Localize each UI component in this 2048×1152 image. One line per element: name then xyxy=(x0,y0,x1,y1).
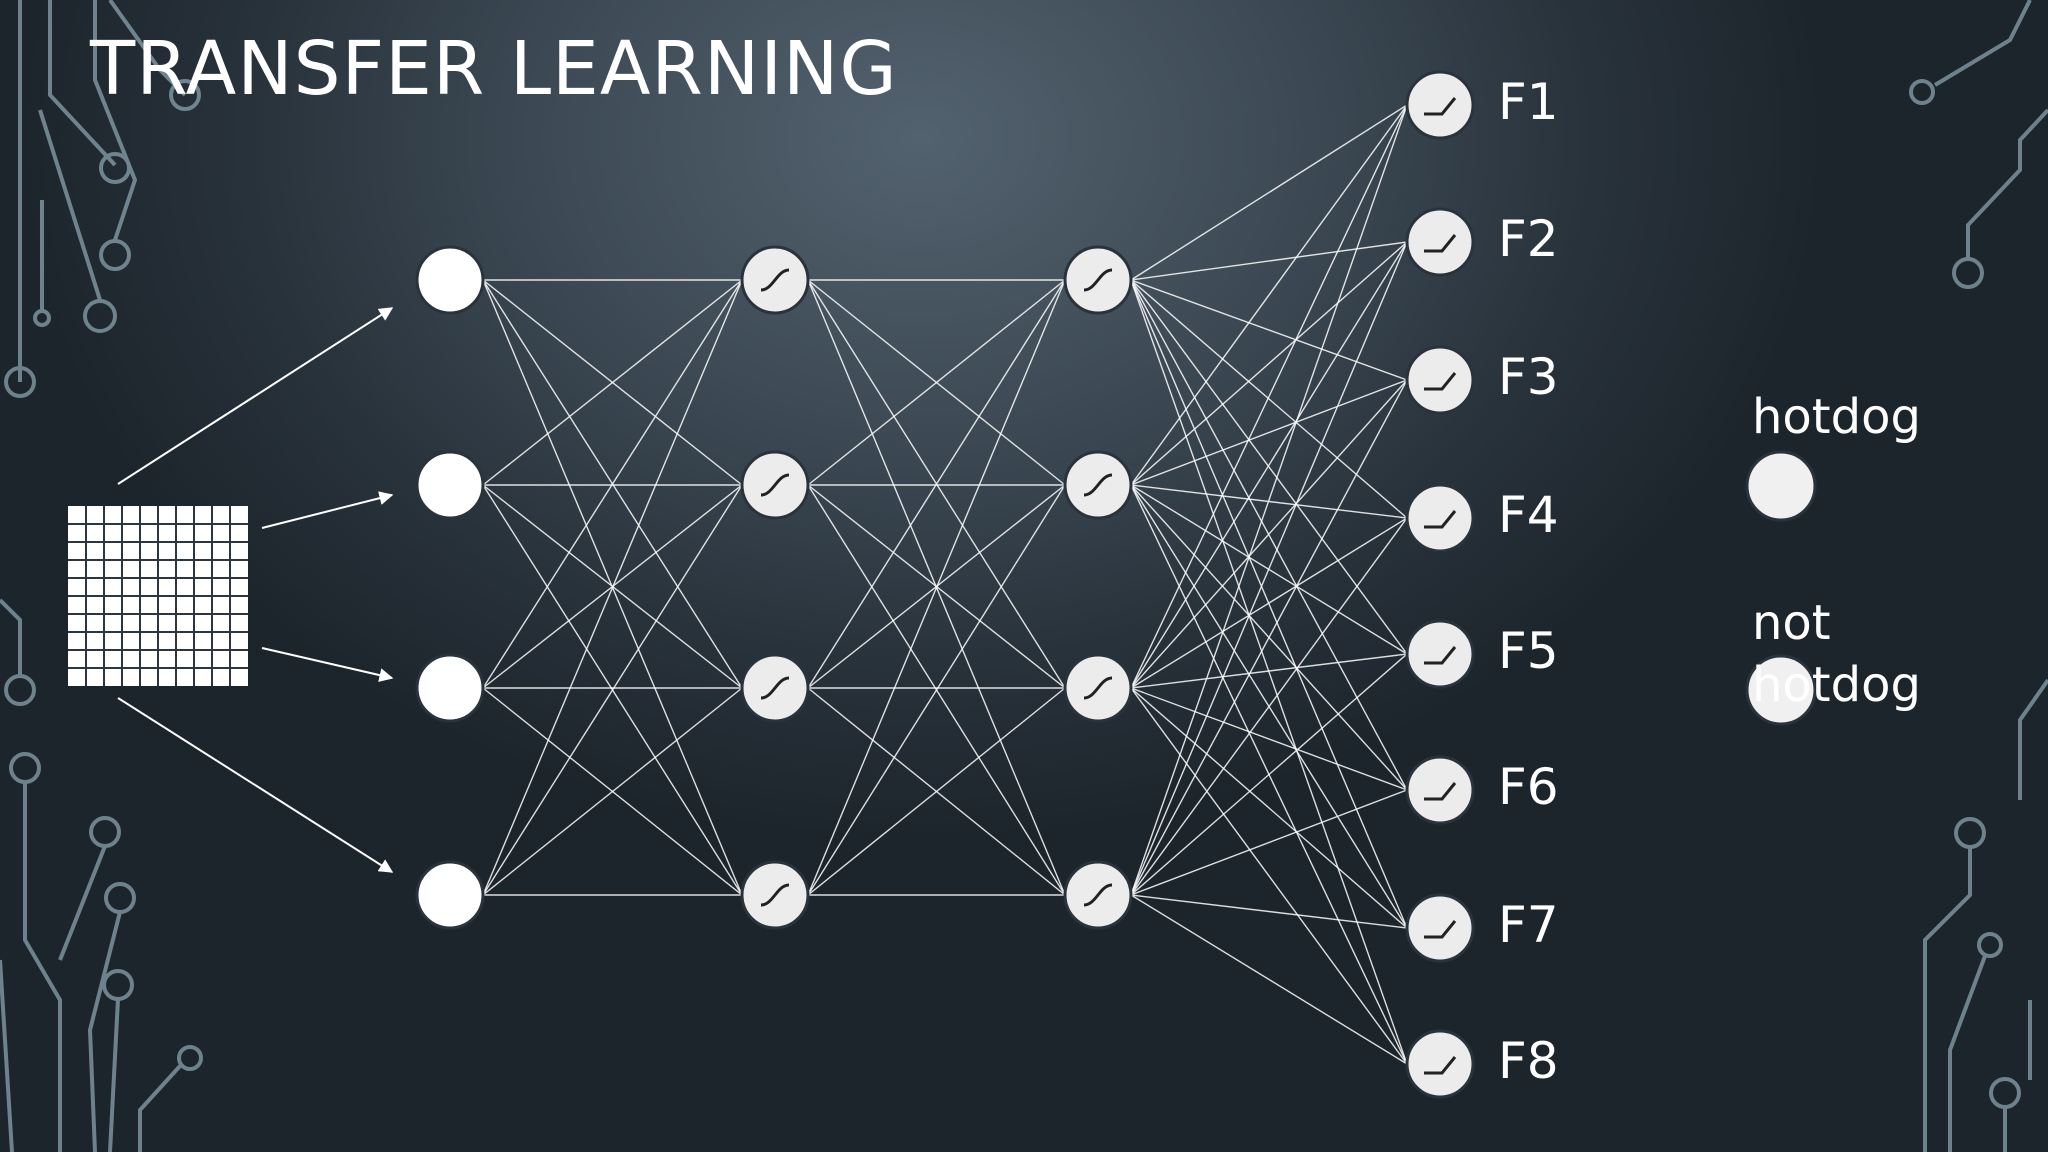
node-hidden-2 xyxy=(1063,245,1133,315)
output-label-hotdog: hotdog xyxy=(1752,389,1921,445)
relu-icon xyxy=(1424,782,1457,801)
connection-edge xyxy=(482,279,743,896)
connection-edge xyxy=(1130,279,1408,1065)
node-hidden-2 xyxy=(1063,653,1133,723)
feature-label-5: F5 xyxy=(1498,622,1559,680)
circuit-decoration-right xyxy=(1909,0,2048,1152)
feature-label-1: F1 xyxy=(1498,73,1559,131)
node-input xyxy=(415,450,485,520)
connection-edge xyxy=(1130,517,1408,896)
relu-icon xyxy=(1424,234,1457,253)
node-hidden-2 xyxy=(1063,860,1133,930)
connection-edge xyxy=(1130,279,1408,381)
connection-edge xyxy=(1130,104,1408,281)
node-features xyxy=(1405,207,1475,277)
node-hidden-1 xyxy=(740,450,810,520)
connection-edge xyxy=(482,279,743,486)
connection-edge xyxy=(1130,379,1408,896)
node-features xyxy=(1405,483,1475,553)
connection-edge xyxy=(482,687,743,896)
connection-edge xyxy=(1130,517,1408,689)
connection-edge xyxy=(1130,241,1408,486)
connection-edge xyxy=(1130,241,1408,896)
relu-icon xyxy=(1424,372,1457,391)
node-input xyxy=(415,245,485,315)
connection-edge xyxy=(1130,279,1408,655)
connection-edge xyxy=(807,279,1066,486)
input-arrow xyxy=(117,307,394,485)
node-features xyxy=(1405,1029,1475,1099)
connection-edge xyxy=(1130,104,1408,689)
feature-label-8: F8 xyxy=(1498,1032,1559,1090)
relu-icon xyxy=(1424,1056,1457,1075)
connection-edge xyxy=(1130,653,1408,896)
input-arrow xyxy=(261,491,394,529)
output-label-not-hotdog: not hotdog xyxy=(1752,595,1921,713)
connection-edge xyxy=(1130,241,1408,281)
connection-edge xyxy=(1130,379,1408,689)
feature-label-2: F2 xyxy=(1498,210,1559,268)
output-nodes xyxy=(1745,450,1817,726)
node-hidden-1 xyxy=(740,653,810,723)
output-node-hotdog xyxy=(1745,450,1817,522)
relu-icon xyxy=(1424,97,1457,116)
output-node-not-hotdog xyxy=(1745,654,1817,726)
node-features xyxy=(1405,755,1475,825)
connection-edge xyxy=(1130,279,1408,929)
input-arrow xyxy=(261,647,394,682)
feature-label-3: F3 xyxy=(1498,348,1559,406)
sigmoid-icon xyxy=(1083,473,1113,497)
sigmoid-icon xyxy=(760,676,790,700)
node-input xyxy=(415,860,485,930)
node-features xyxy=(1405,893,1475,963)
slide-title: TRANSFER LEARNING xyxy=(90,26,898,112)
connection-edge xyxy=(1130,789,1408,896)
connection-edge xyxy=(1130,894,1408,1065)
relu-icon xyxy=(1424,510,1457,529)
node-input xyxy=(415,653,485,723)
feature-label-7: F7 xyxy=(1498,896,1559,954)
input-arrow xyxy=(117,697,394,873)
network-nodes xyxy=(415,70,1475,1099)
node-features xyxy=(1405,70,1475,140)
sigmoid-icon xyxy=(1083,883,1113,907)
connection-edge xyxy=(482,279,743,689)
connection-edge xyxy=(1130,241,1408,689)
connection-edge xyxy=(1130,687,1408,929)
relu-icon xyxy=(1424,646,1457,665)
connection-edge xyxy=(1130,379,1408,486)
connection-edge xyxy=(1130,104,1408,896)
connection-edge xyxy=(482,484,743,896)
connection-edge xyxy=(1130,104,1408,486)
relu-icon xyxy=(1424,920,1457,939)
feature-label-6: F6 xyxy=(1498,758,1559,816)
node-features xyxy=(1405,619,1475,689)
sigmoid-icon xyxy=(1083,268,1113,292)
sigmoid-icon xyxy=(760,883,790,907)
connection-edge xyxy=(807,687,1066,896)
connection-edge xyxy=(1130,894,1408,929)
node-hidden-2 xyxy=(1063,450,1133,520)
input-image-grid xyxy=(68,506,248,686)
connection-edge xyxy=(807,279,1066,689)
input-arrows xyxy=(117,307,394,873)
connection-edge xyxy=(1130,687,1408,791)
sigmoid-icon xyxy=(1083,676,1113,700)
node-hidden-1 xyxy=(740,245,810,315)
node-hidden-1 xyxy=(740,860,810,930)
connection-edge xyxy=(807,279,1066,896)
feature-label-4: F4 xyxy=(1498,486,1559,544)
circuit-decoration-left xyxy=(0,0,203,1152)
network-connections xyxy=(482,104,1408,1065)
sigmoid-icon xyxy=(760,473,790,497)
connection-edge xyxy=(1130,687,1408,1065)
sigmoid-icon xyxy=(760,268,790,292)
connection-edge xyxy=(1130,653,1408,689)
node-features xyxy=(1405,345,1475,415)
connection-edge xyxy=(807,484,1066,896)
connection-edge xyxy=(1130,279,1408,519)
